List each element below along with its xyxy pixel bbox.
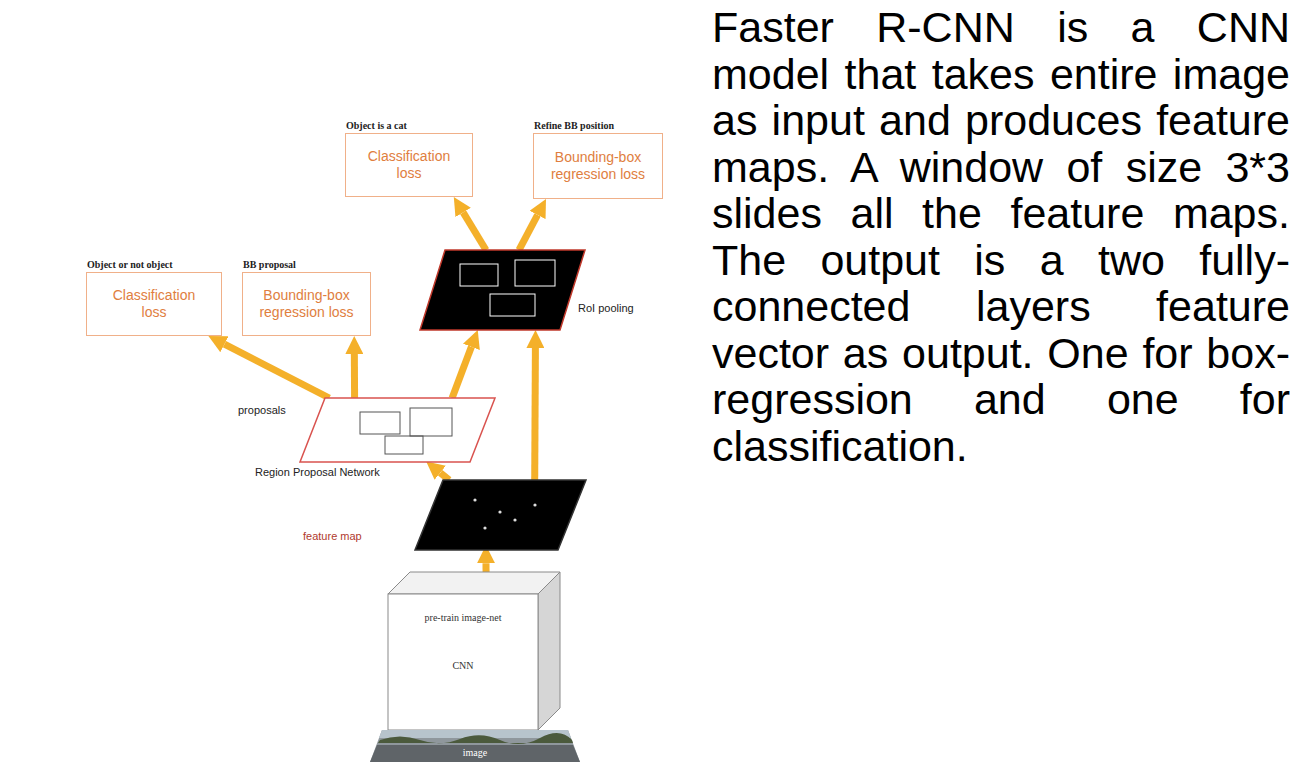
arrow-connector <box>440 473 449 480</box>
feature-dot <box>483 526 486 529</box>
input-image: image <box>370 730 580 762</box>
cnn-cube: pre-train image-netCNN <box>388 572 560 730</box>
network-label: Region Proposal Network <box>255 466 380 478</box>
feature-dot <box>498 510 501 513</box>
region-box <box>410 408 452 436</box>
feature-map: feature map <box>415 480 586 550</box>
box-label: Classification loss <box>358 148 460 182</box>
box-heading: Object or not object <box>87 259 173 270</box>
feature-dot <box>473 498 476 501</box>
cube-label: CNN <box>388 660 538 671</box>
arrow-connector <box>483 563 490 572</box>
box-heading: Refine BB position <box>534 120 614 131</box>
loss-box: Refine BB positionBounding-box regressio… <box>533 133 663 199</box>
map-outline <box>420 250 585 330</box>
arrow-connector <box>519 215 538 250</box>
map-outline <box>415 480 586 550</box>
photo-ground <box>370 730 580 762</box>
map-label: RoI pooling <box>578 302 634 314</box>
region-box <box>460 264 498 286</box>
cube-shape <box>388 572 560 730</box>
description-paragraph: Faster R-CNN is a CNN model that takes e… <box>712 4 1290 469</box>
loss-box: Object or not objectClassification loss <box>86 272 222 336</box>
arrow-connector <box>224 344 329 398</box>
arrow-connector <box>452 347 471 398</box>
box-label: Bounding-box regression loss <box>255 287 358 321</box>
feature-dot <box>513 518 516 521</box>
box-label: Bounding-box regression loss <box>546 149 650 183</box>
region-box <box>490 294 535 316</box>
arrow-connector <box>531 348 539 480</box>
image-label: image <box>370 747 580 758</box>
map-shape <box>300 398 495 462</box>
photo-trees <box>378 733 573 744</box>
box-heading: BB proposal <box>243 259 296 270</box>
loss-box: Object is a catClassification loss <box>345 133 473 197</box>
arrow-connector <box>351 354 358 398</box>
region-box <box>360 412 400 434</box>
map-label: proposals <box>238 404 286 416</box>
region-box <box>515 260 555 286</box>
map-label: feature map <box>303 530 362 542</box>
region-box <box>385 436 423 454</box>
arrow-connector <box>463 212 486 250</box>
feature-dot <box>533 503 536 506</box>
map-shape <box>420 250 585 330</box>
cube-top <box>388 572 560 594</box>
box-label: Classification loss <box>99 287 209 321</box>
box-heading: Object is a cat <box>346 120 407 131</box>
map-outline <box>300 398 495 462</box>
cube-side <box>538 572 560 730</box>
loss-box: BB proposalBounding-box regression loss <box>242 272 371 336</box>
photo-road <box>370 745 580 762</box>
cube-label: pre-train image-net <box>388 612 538 623</box>
roi-pooling-map: RoI pooling <box>420 250 585 330</box>
cube-front <box>388 594 538 730</box>
map-shape <box>415 480 586 550</box>
proposals-map: proposals <box>300 398 495 462</box>
